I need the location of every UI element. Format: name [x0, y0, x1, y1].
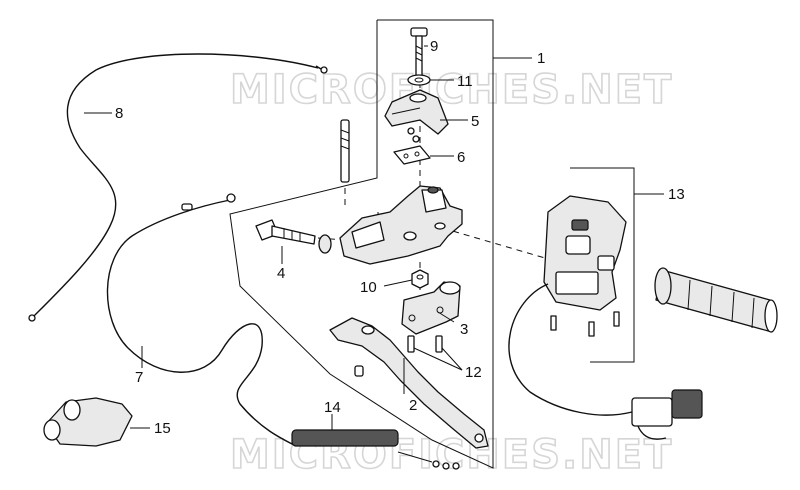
alignment-line: [431, 224, 546, 259]
boot-part-15: [43, 397, 133, 447]
callout-11: 11: [457, 73, 473, 90]
callout-12: 12: [465, 364, 482, 381]
callout-9: 9: [430, 38, 438, 55]
callout-8: 8: [115, 105, 123, 122]
spring-part-14: [291, 429, 460, 470]
callout-6: 6: [457, 149, 465, 166]
washer-part-11: [407, 74, 431, 86]
callout-15: 15: [154, 420, 171, 437]
callout-10: 10: [360, 279, 377, 296]
plate-part-6: [393, 145, 431, 165]
screw-part-4: [255, 219, 332, 254]
callout-2: 2: [409, 397, 417, 414]
callout-5: 5: [471, 113, 479, 130]
connector: [631, 389, 703, 427]
switch-part-13: [508, 195, 667, 440]
callout-14: 14: [324, 399, 341, 416]
leader-line-10: [383, 279, 413, 287]
cable-part-7: [106, 193, 297, 447]
handlebar-grip: [654, 267, 778, 333]
leader-line-12a: [413, 347, 463, 371]
detent-balls: [407, 127, 420, 143]
bracket-part-5: [384, 89, 449, 135]
callout-13: 13: [668, 186, 685, 203]
lever-body-housing: [339, 185, 463, 265]
leader-line-12b: [441, 347, 463, 371]
watermark-top: MICROFICHES.NET: [230, 67, 673, 113]
leader-line-3: [437, 311, 455, 323]
callout-3: 3: [460, 321, 468, 338]
nut-part-10: [411, 269, 429, 289]
callout-7: 7: [135, 369, 143, 386]
clamp-part-3: [401, 281, 461, 335]
callout-4: 4: [277, 265, 285, 282]
screws-part-12: [407, 335, 443, 353]
callout-1: 1: [537, 50, 545, 67]
lever-part-2: [329, 317, 489, 449]
switch-group-frame-13: [570, 167, 635, 363]
pin-rod: [340, 119, 350, 183]
cable-part-8: [28, 53, 328, 322]
assembly-frame-1: [229, 19, 494, 469]
